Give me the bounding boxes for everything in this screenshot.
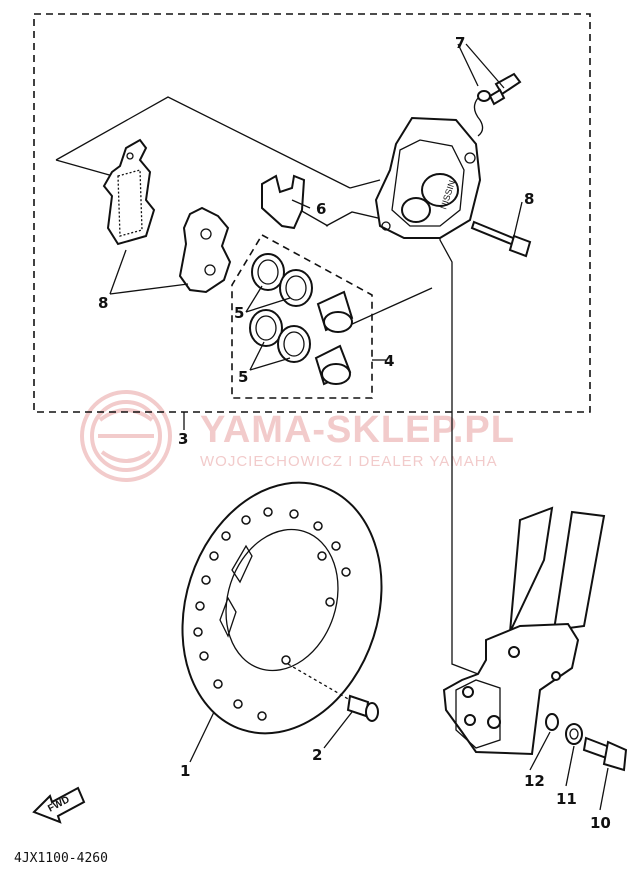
disc-holes xyxy=(193,507,351,721)
pad-support-plate xyxy=(261,174,306,230)
callout-labels: 7 6 8 8 5 5 4 3 1 2 12 11 10 xyxy=(98,34,611,832)
seal-leader xyxy=(349,287,433,326)
callout-2: 2 xyxy=(312,746,322,764)
watermark-title: YAMA-SKLEP.PL xyxy=(200,409,515,451)
callout-12: 12 xyxy=(524,772,545,790)
flange-bolt-10 xyxy=(582,736,628,772)
callout-8: 8 xyxy=(98,294,108,312)
callout-7: 7 xyxy=(455,34,465,52)
callout-4: 4 xyxy=(384,352,394,370)
watermark-subtitle: WOJCIECHOWICZ I DEALER YAMAHA xyxy=(200,453,498,470)
front-fork xyxy=(442,506,606,756)
callout-5-upper: 5 xyxy=(234,304,244,322)
brake-pad-upper xyxy=(102,138,156,246)
callout-10: 10 xyxy=(590,814,611,832)
pad-leader-caliper xyxy=(349,179,381,189)
caliper-mount-leader xyxy=(439,230,479,675)
callout-leaders xyxy=(109,43,609,811)
pad-leader-top xyxy=(55,96,351,189)
brake-pad-lower xyxy=(178,206,232,294)
callout-6: 6 xyxy=(316,200,326,218)
watermark: YAMA-SKLEP.PL WOJCIECHOWICZ I DEALER YAM… xyxy=(80,390,515,482)
part-code: 4JX1100-4260 xyxy=(14,851,108,866)
bracket-leader-2 xyxy=(299,209,329,227)
callout-1: 1 xyxy=(180,762,190,780)
caliper-pistons xyxy=(314,290,354,386)
callout-9: 8 xyxy=(524,190,534,208)
watermark-logo-icon xyxy=(80,390,172,482)
caliper-assembly-boundary xyxy=(33,13,591,413)
disc-bolt xyxy=(287,663,379,722)
forward-arrow-icon: FWD xyxy=(32,786,86,824)
caliper-body: NISSIN xyxy=(374,116,482,239)
collar-12 xyxy=(545,713,559,731)
piston-seals xyxy=(249,253,313,363)
callout-11: 11 xyxy=(556,790,577,808)
bleed-screw xyxy=(473,72,522,137)
washer-11 xyxy=(565,723,583,745)
brake-disc xyxy=(181,481,383,735)
callout-3: 3 xyxy=(178,430,188,448)
callout-5-lower: 5 xyxy=(238,368,248,386)
caliper-bolt xyxy=(470,220,532,258)
